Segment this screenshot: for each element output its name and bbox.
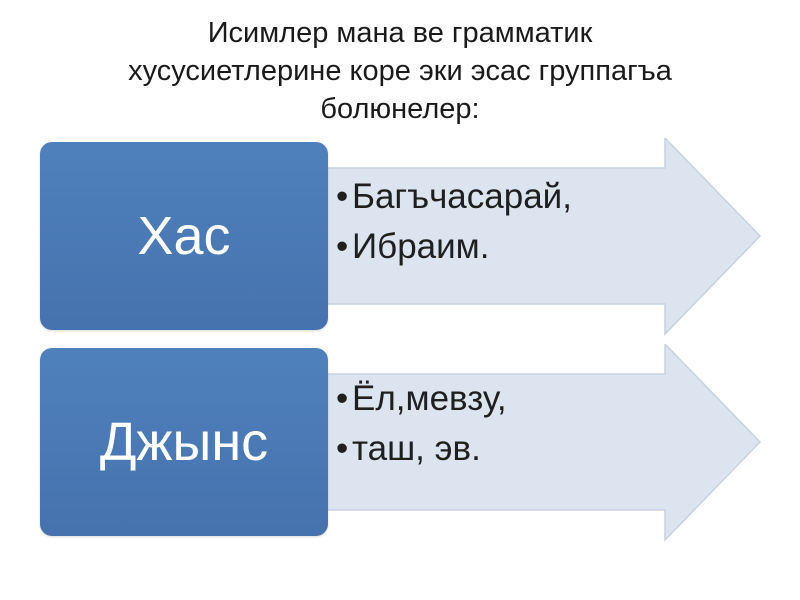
group-row-common: Джынс •Ёл,мевзу, •таш, эв. xyxy=(0,344,800,544)
bullet-icon: • xyxy=(336,429,349,468)
arrow-shape xyxy=(299,138,762,336)
bullet-icon: • xyxy=(336,379,349,418)
list-item: •Ёл,мевзу, xyxy=(336,374,507,424)
arrow-shape xyxy=(299,344,762,542)
group-row-proper: Хас •Багъчасарай, •Ибраим. xyxy=(0,138,800,338)
list-item: •Ибраим. xyxy=(336,222,572,272)
bullet-icon: • xyxy=(336,177,349,216)
example-list: •Багъчасарай, •Ибраим. xyxy=(336,172,572,272)
group-label: Джынс xyxy=(99,412,269,472)
example-list: •Ёл,мевзу, •таш, эв. xyxy=(336,374,507,474)
slide-title: Исимлер мана ве грамматик хусусиетлерине… xyxy=(128,17,672,125)
group-label-box: Джынс xyxy=(40,348,328,536)
bullet-icon: • xyxy=(336,227,349,266)
group-label: Хас xyxy=(137,206,231,266)
group-label-box: Хас xyxy=(40,142,328,330)
list-item: •таш, эв. xyxy=(336,424,507,474)
list-item: •Багъчасарай, xyxy=(336,172,572,222)
